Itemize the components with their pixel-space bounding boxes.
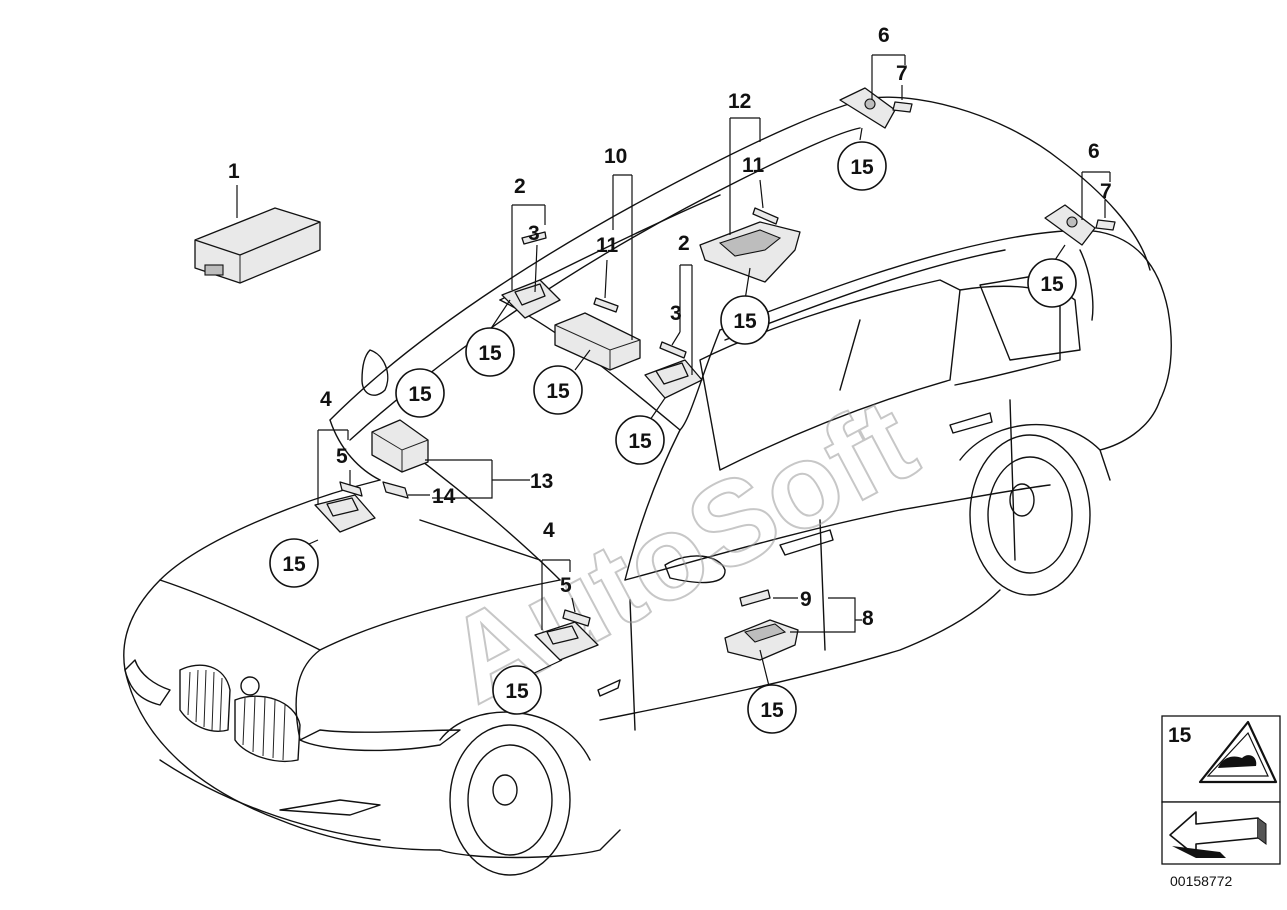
callout-12: 12 <box>728 90 751 113</box>
part-6-rear-light-top <box>839 87 896 129</box>
part-6-rear-light-bottom <box>1044 204 1096 246</box>
car-outline <box>123 96 1172 876</box>
circled-15: 15 <box>395 368 445 418</box>
callout-numbers: 1 2 3 10 11 2 3 12 11 6 7 6 7 4 5 4 5 13… <box>228 24 1112 630</box>
svg-text:15: 15 <box>850 156 874 179</box>
callout-5: 5 <box>336 445 348 468</box>
callout-1: 1 <box>228 160 240 183</box>
part-1-control-module <box>194 207 321 284</box>
callout-3: 3 <box>670 302 682 325</box>
part-11-bulb-roof <box>752 207 779 225</box>
part-13-visor-light <box>371 419 429 473</box>
legend-arrow <box>1161 801 1281 865</box>
svg-text:15: 15 <box>733 310 757 333</box>
callout-4: 4 <box>543 519 555 542</box>
callout-8: 8 <box>862 607 874 630</box>
circled-15: 15 <box>533 365 583 415</box>
circled-15: 15 <box>465 327 515 377</box>
callout-11: 11 <box>742 154 765 177</box>
callout-3: 3 <box>528 222 540 245</box>
svg-text:15: 15 <box>546 380 570 403</box>
part-9-bulb-footwell <box>739 589 771 607</box>
circled-15: 15 <box>837 141 887 191</box>
callout-6: 6 <box>878 24 890 47</box>
callout-5: 5 <box>560 574 572 597</box>
part-8-footwell-light <box>724 619 799 661</box>
circled-15: 15 <box>492 665 542 715</box>
part-3-bulb-right <box>659 341 687 359</box>
svg-text:15: 15 <box>408 383 432 406</box>
callout-7: 7 <box>1100 180 1112 203</box>
legend-clip: 15 <box>1161 715 1281 803</box>
part-11-bulb-center <box>593 297 619 313</box>
svg-text:15: 15 <box>282 553 306 576</box>
circled-references: 15 15 15 15 15 15 15 15 15 15 <box>269 141 1077 734</box>
circled-15: 15 <box>720 295 770 345</box>
clip-icon <box>1198 720 1278 784</box>
part-4-light-door <box>534 621 599 661</box>
arrow-icon <box>1169 811 1267 858</box>
callout-14: 14 <box>432 485 456 508</box>
part-14-bulb-visor <box>382 481 409 499</box>
part-3-bulb-left <box>521 231 547 245</box>
svg-text:15: 15 <box>628 430 652 453</box>
part-5-bulb-front-left <box>339 481 363 497</box>
callout-9: 9 <box>800 588 812 611</box>
part-7-bulb-bottom <box>1095 219 1116 231</box>
document-number: 00158772 <box>1170 873 1233 889</box>
svg-text:15: 15 <box>1040 273 1064 296</box>
callout-11: 11 <box>596 234 619 257</box>
part-4-light-front-left <box>314 494 376 533</box>
circled-15: 15 <box>269 538 319 588</box>
callout-4: 4 <box>320 388 332 411</box>
part-2-light-left <box>501 279 561 319</box>
svg-text:15: 15 <box>505 680 529 703</box>
part-2-light-right <box>644 359 703 399</box>
callout-10: 10 <box>604 145 627 168</box>
callout-2: 2 <box>678 232 690 255</box>
part-10-light-center <box>554 312 641 371</box>
part-12-roof-light <box>699 221 801 283</box>
callout-13: 13 <box>530 470 553 493</box>
part-7-bulb-top <box>892 101 913 113</box>
circled-15: 15 <box>747 684 797 734</box>
callout-2: 2 <box>514 175 526 198</box>
part-5-bulb-door <box>562 609 591 627</box>
callout-7: 7 <box>896 62 908 85</box>
svg-text:15: 15 <box>478 342 502 365</box>
legend-label: 15 <box>1168 724 1192 747</box>
svg-text:15: 15 <box>760 699 784 722</box>
callout-6: 6 <box>1088 140 1100 163</box>
circled-15: 15 <box>615 415 665 465</box>
circled-15: 15 <box>1027 258 1077 308</box>
